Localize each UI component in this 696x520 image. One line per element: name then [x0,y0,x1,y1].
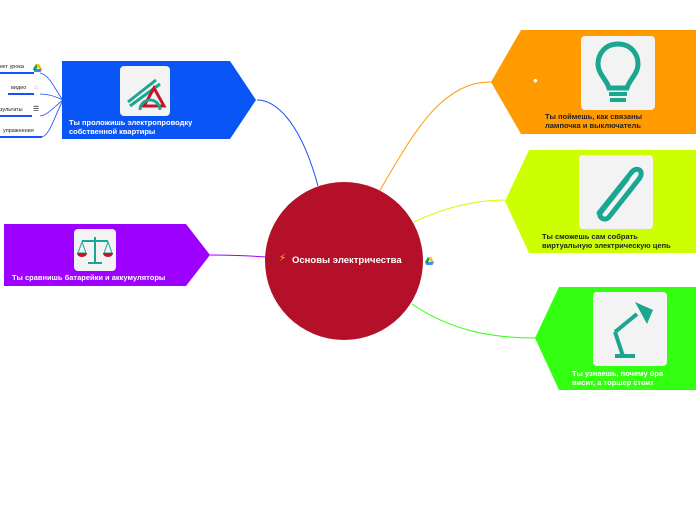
subtopic-underline [0,72,34,74]
topic-lampdesk[interactable]: Ты узнаешь, почему бра висит, а торшер с… [535,287,696,391]
topic-scales[interactable]: Ты сравнишь батарейки и аккумуляторы [4,224,210,288]
ruler-triangle-icon [127,78,167,111]
subtopic-lesson-project[interactable]: ект урока [0,64,24,70]
link-sub-1 [39,72,64,101]
central-topic-title: Основы электричества [292,255,402,266]
topic-lamp[interactable]: ● Ты поймешь, как связаны лампочка и вык… [491,30,696,135]
lightning-icon: ⚡ [279,253,287,264]
icon-card [593,292,667,366]
icon-card [581,36,655,110]
topic-wiring[interactable]: Ты проложишь электропроводку собственной… [62,61,258,141]
subtopic-video[interactable]: видео [11,85,27,91]
icon-card [74,229,116,271]
link-scales [209,254,267,258]
link-sub-4 [41,99,64,138]
link-lampdesk [411,303,536,339]
topic-scales-label: Ты сравнишь батарейки и аккумуляторы [12,273,166,282]
scales-icon [77,237,113,264]
link-circuit [413,199,506,223]
light-bulb-icon [595,41,641,102]
topic-wiring-label: Ты проложишь электропроводку собственной… [69,118,193,136]
video-icon: ⌂ [34,84,39,91]
topic-circuit-label: Ты сможешь сам собрать виртуальную элект… [542,232,671,250]
subtopic-results[interactable]: зультаты [0,107,23,113]
link-sub-2 [39,93,64,101]
list-icon: ☰ [33,106,40,113]
google-drive-icon [33,64,42,72]
subtopic-underline [0,115,32,117]
subtopic-exercises[interactable]: упражнения [3,128,34,134]
bulb-small-icon: ● [533,76,538,85]
paperclip-icon [596,166,644,222]
link-wiring [256,99,319,187]
link-sub-3 [39,99,64,117]
central-topic[interactable] [265,182,423,340]
topic-circuit[interactable]: Ты сможешь сам собрать виртуальную элект… [505,150,696,254]
topic-lampdesk-label: Ты узнаешь, почему бра висит, а торшер с… [572,369,664,387]
subtopic-underline [0,136,42,138]
desk-lamp-icon [613,302,653,358]
icon-card [120,66,170,116]
subtopic-underline [8,93,34,95]
icon-card [579,155,653,229]
topic-lamp-label: Ты поймешь, как связаны лампочка и выклю… [545,112,642,130]
google-drive-icon[interactable] [425,257,434,265]
link-lamp [379,81,493,191]
